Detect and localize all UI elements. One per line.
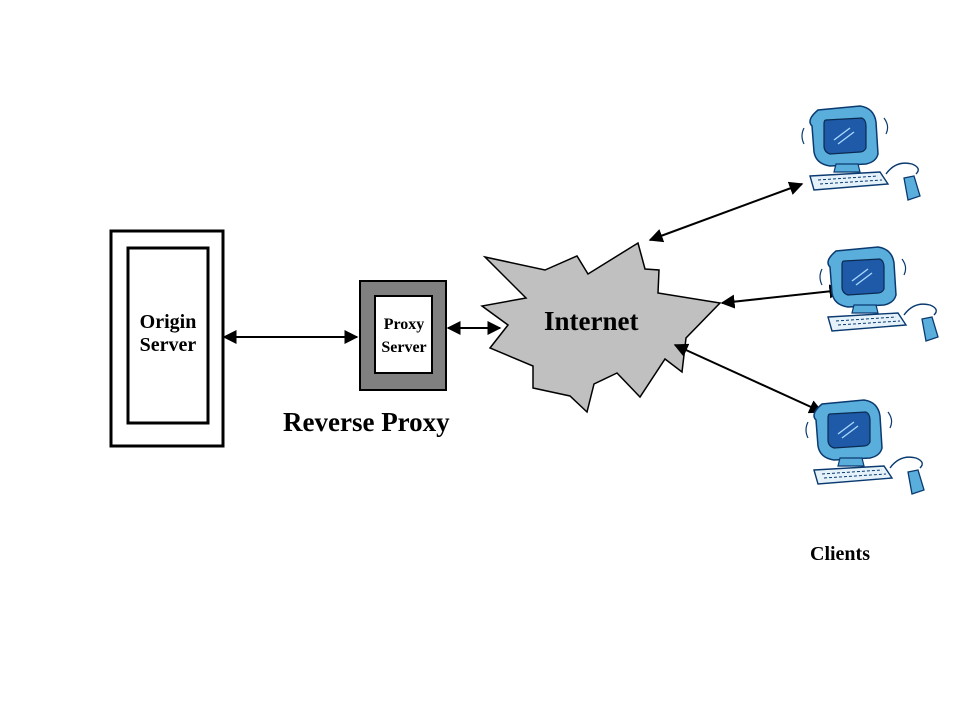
origin-server-label-line2: Server xyxy=(139,334,197,356)
origin-server-label: Origin Server xyxy=(128,311,208,357)
reverse-proxy-label: Reverse Proxy xyxy=(283,407,450,437)
computer-icon xyxy=(801,105,921,201)
internet-label: Internet xyxy=(544,306,639,336)
proxy-server-label: Proxy Server xyxy=(374,313,434,359)
clients-label: Clients xyxy=(810,543,870,565)
computer-icon xyxy=(805,399,925,495)
proxy-server-box xyxy=(359,280,447,391)
proxy-server-label-line2: Server xyxy=(381,339,427,357)
link-internet-client-1 xyxy=(648,181,804,243)
origin-server-box xyxy=(109,229,225,448)
computer-icon xyxy=(819,246,939,342)
proxy-server-label-line1: Proxy xyxy=(383,316,425,333)
link-internet-client-2 xyxy=(720,284,844,309)
link-internet-client-3 xyxy=(673,343,824,414)
origin-server-label-line1: Origin xyxy=(139,311,197,333)
internet-cloud xyxy=(480,241,722,414)
